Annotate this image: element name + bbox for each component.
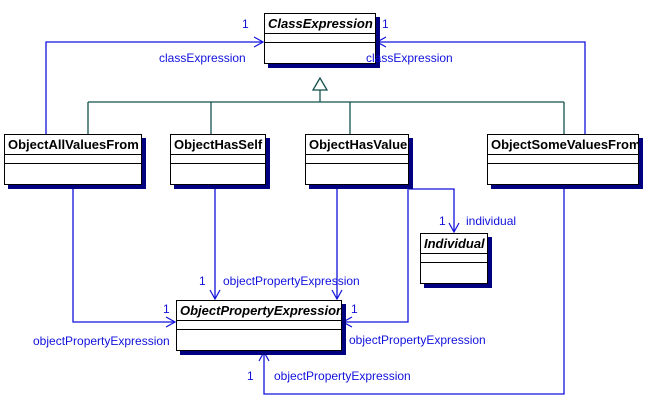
edge-allvaluesfrom-objectpropertyexpression: [72, 185, 177, 328]
class-attributes-compartment: [265, 34, 375, 43]
class-name-individual: Individual: [421, 234, 487, 254]
class-attributes-compartment: [488, 155, 638, 164]
multiplicity-objectpropertyexpression-top: 1: [199, 274, 206, 288]
class-name-objecthasself: ObjectHasSelf: [171, 135, 265, 155]
edge-allvaluesfrom-classexpression: [45, 36, 265, 134]
edge-somevaluesfrom-classexpression: [375, 36, 586, 134]
edge-label-classexpression-right: classExpression: [366, 51, 453, 65]
class-attributes-compartment: [177, 321, 341, 330]
class-operations-compartment: [177, 330, 341, 350]
class-name-classexpression: ClassExpression: [265, 14, 375, 34]
multiplicity-objectpropertyexpression-right: 1: [351, 302, 358, 316]
class-operations-compartment: [5, 164, 141, 184]
class-operations-compartment: [265, 43, 375, 63]
edge-label-classexpression-left: classExpression: [159, 51, 246, 65]
multiplicity-classexpression-left: 1: [242, 17, 249, 31]
class-operations-compartment: [421, 263, 487, 283]
edge-label-objectpropertyexpression-right: objectPropertyExpression: [349, 333, 486, 347]
edge-bottom-objectpropertyexpression: [258, 185, 565, 395]
class-operations-compartment: [306, 164, 408, 184]
class-attributes-compartment: [421, 254, 487, 263]
class-box-objectpropertyexpression[interactable]: ObjectPropertyExpression: [176, 300, 342, 351]
class-attributes-compartment: [306, 155, 408, 164]
multiplicity-objectpropertyexpression-bottom: 1: [247, 369, 254, 383]
multiplicity-objectpropertyexpression-left: 1: [163, 302, 170, 316]
class-box-objecthasvalue[interactable]: ObjectHasValue: [305, 134, 409, 185]
class-box-objectsomevaluesfrom[interactable]: ObjectSomeValuesFrom: [487, 134, 639, 185]
class-attributes-compartment: [5, 155, 141, 164]
class-name-objectallvaluesfrom: ObjectAllValuesFrom: [5, 135, 141, 155]
generalization-tree: [87, 76, 565, 134]
class-box-individual[interactable]: Individual: [420, 233, 488, 284]
edge-label-objectpropertyexpression-left: objectPropertyExpression: [33, 334, 170, 348]
edge-somevaluesfrom-objectpropertyexpression: [341, 185, 409, 328]
class-operations-compartment: [171, 164, 265, 184]
class-box-objecthasself[interactable]: ObjectHasSelf: [170, 134, 266, 185]
class-name-objecthasvalue: ObjectHasValue: [306, 135, 408, 155]
edge-hasvalue-individual: [409, 188, 460, 234]
class-box-classexpression[interactable]: ClassExpression: [264, 13, 376, 64]
class-operations-compartment: [488, 164, 638, 184]
edge-label-objectpropertyexpression-top: objectPropertyExpression: [223, 274, 360, 288]
edge-label-individual: individual: [466, 214, 517, 228]
multiplicity-classexpression-right: 1: [382, 17, 389, 31]
multiplicity-individual: 1: [439, 214, 446, 228]
edge-label-objectpropertyexpression-bottom: objectPropertyExpression: [274, 369, 411, 383]
class-name-objectsomevaluesfrom: ObjectSomeValuesFrom: [488, 135, 638, 155]
class-name-objectpropertyexpression: ObjectPropertyExpression: [177, 301, 341, 321]
class-attributes-compartment: [171, 155, 265, 164]
class-box-objectallvaluesfrom[interactable]: ObjectAllValuesFrom: [4, 134, 142, 185]
